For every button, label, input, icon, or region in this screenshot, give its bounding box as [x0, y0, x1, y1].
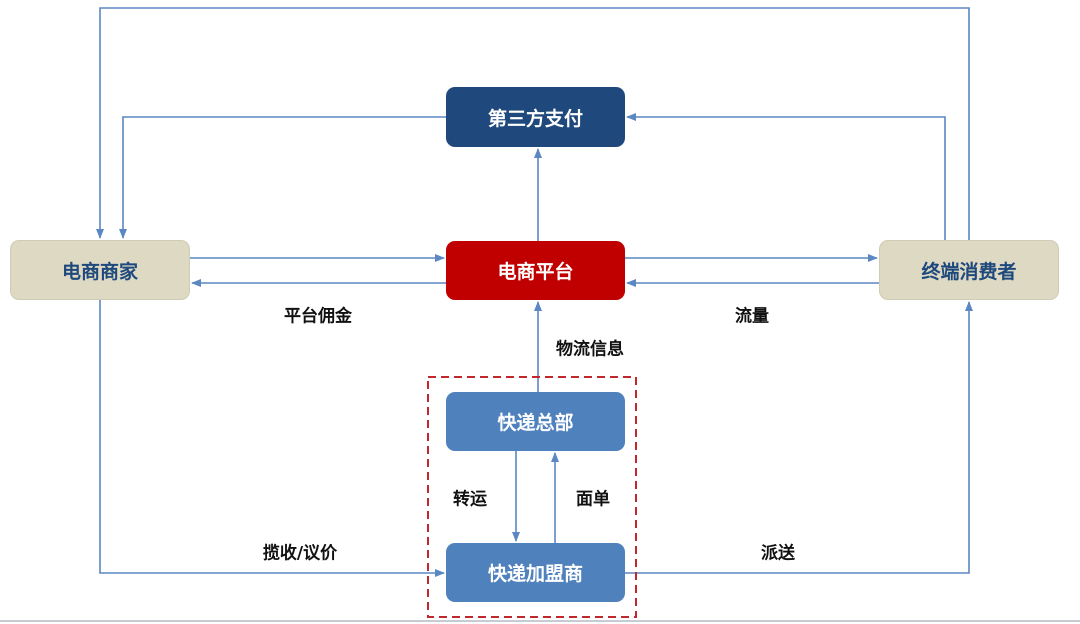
consumer-to-merchant-loop: [96, 7, 970, 240]
consumer-to-payment: [626, 113, 946, 240]
label-pickup: 揽收/议价: [262, 543, 338, 564]
franchise-to-consumer: [625, 301, 973, 574]
node-third-party-payment: 第三方支付: [446, 87, 625, 147]
payment-to-merchant: [119, 116, 446, 239]
label-logistics-info: 物流信息: [556, 339, 624, 360]
label-traffic: 流量: [735, 306, 769, 327]
node-merchant: 电商商家: [10, 240, 190, 300]
node-express-hq: 快递总部: [446, 392, 625, 451]
node-consumer: 终端消费者: [879, 240, 1059, 300]
label-waybill: 面单: [576, 489, 610, 510]
node-express-franchise: 快递加盟商: [446, 543, 625, 602]
merchant-to-franchise: [99, 300, 445, 577]
label-transfer: 转运: [453, 489, 487, 510]
label-commission: 平台佣金: [284, 306, 352, 327]
label-delivery: 派送: [761, 543, 795, 564]
express-group-border: [427, 376, 637, 618]
node-platform: 电商平台: [446, 241, 625, 300]
